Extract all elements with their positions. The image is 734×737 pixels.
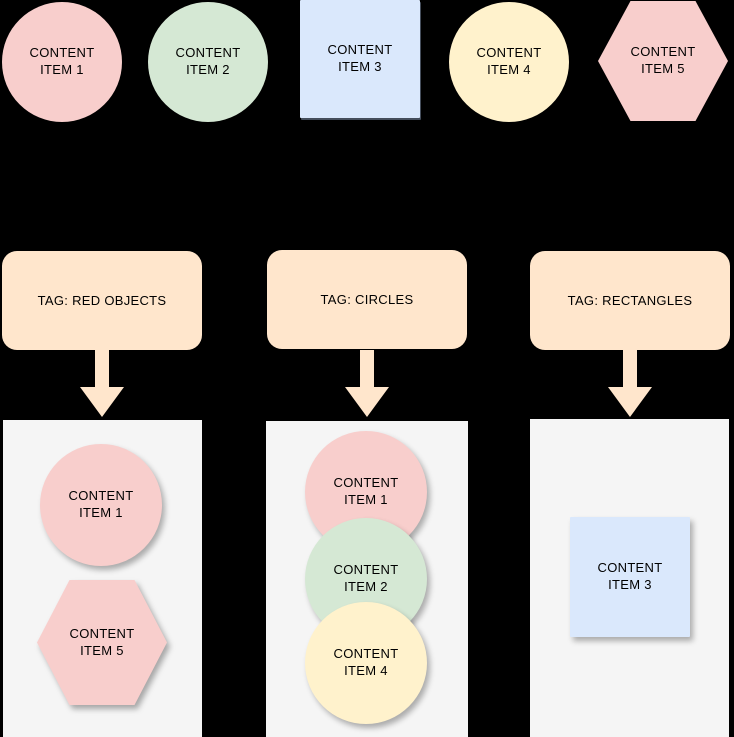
label-line-1: CONTENT (630, 44, 696, 60)
group-container-rectangles[interactable]: CONTENT ITEM 3 (530, 419, 729, 737)
label-line-1: CONTENT (476, 45, 542, 61)
content-item-5-label: CONTENT ITEM 5 (631, 44, 696, 78)
tag-circles-label: TAG: CIRCLES (320, 292, 414, 307)
content-item-1-circle[interactable]: CONTENT ITEM 1 (2, 2, 122, 122)
grouped-item-label: CONTENT ITEM 1 (334, 475, 399, 509)
content-item-1-label: CONTENT ITEM 1 (30, 45, 95, 79)
tag-rectangles[interactable]: TAG: RECTANGLES (530, 251, 730, 350)
hexagon-shape: CONTENT ITEM 5 (37, 580, 167, 705)
label-line-2: ITEM 5 (80, 642, 124, 658)
label-line-1: CONTENT (68, 488, 134, 504)
label-line-1: CONTENT (333, 646, 399, 662)
group-container-red-objects[interactable]: CONTENT ITEM 1 CONTENT ITEM 5 (3, 420, 202, 737)
group-container-circles[interactable]: CONTENT ITEM 1 CONTENT ITEM 2 CONTENT IT… (266, 421, 468, 737)
content-item-2-circle[interactable]: CONTENT ITEM 2 (148, 2, 268, 122)
label-line-2: ITEM 4 (487, 62, 531, 77)
label-line-2: ITEM 3 (608, 577, 652, 592)
label-line-1: CONTENT (327, 42, 393, 58)
grouped-item-label: CONTENT ITEM 4 (334, 646, 399, 680)
arrow-down-icon (608, 350, 652, 417)
label-line-2: ITEM 2 (344, 579, 388, 594)
label-line-2: ITEM 5 (641, 61, 685, 76)
grouped-content-item-1-circle[interactable]: CONTENT ITEM 1 (40, 444, 162, 566)
hexagon-shape: CONTENT ITEM 5 (598, 1, 728, 121)
grouped-item-label: CONTENT ITEM 3 (598, 560, 663, 594)
content-item-5-hexagon[interactable]: CONTENT ITEM 5 (598, 1, 728, 121)
label-line-1: CONTENT (333, 562, 399, 578)
grouped-item-label: CONTENT ITEM 1 (69, 488, 134, 522)
label-line-1: CONTENT (175, 45, 241, 61)
grouped-content-item-3-square[interactable]: CONTENT ITEM 3 (570, 517, 690, 637)
grouped-item-label: CONTENT ITEM 5 (70, 626, 135, 660)
label-line-2: ITEM 2 (186, 62, 230, 77)
label-line-2: ITEM 1 (79, 505, 123, 520)
content-item-3-square[interactable]: CONTENT ITEM 3 (300, 0, 420, 118)
label-line-2: ITEM 1 (40, 62, 84, 77)
content-item-4-label: CONTENT ITEM 4 (477, 45, 542, 79)
label-line-2: ITEM 1 (344, 492, 388, 507)
grouped-item-label: CONTENT ITEM 2 (334, 562, 399, 596)
content-item-3-label: CONTENT ITEM 3 (328, 42, 393, 76)
label-line-1: CONTENT (29, 45, 95, 61)
tag-circles[interactable]: TAG: CIRCLES (267, 250, 467, 349)
tag-red-objects[interactable]: TAG: RED OBJECTS (2, 251, 202, 350)
grouped-content-item-5-hexagon[interactable]: CONTENT ITEM 5 (37, 580, 167, 705)
content-item-2-label: CONTENT ITEM 2 (176, 45, 241, 79)
arrow-down-icon (345, 350, 389, 417)
content-item-4-circle[interactable]: CONTENT ITEM 4 (449, 2, 569, 122)
tag-rectangles-label: TAG: RECTANGLES (567, 293, 693, 308)
label-line-1: CONTENT (69, 625, 135, 641)
label-line-1: CONTENT (597, 560, 663, 576)
label-line-1: CONTENT (333, 475, 399, 491)
grouped-content-item-4-circle[interactable]: CONTENT ITEM 4 (305, 602, 427, 724)
label-line-2: ITEM 4 (344, 663, 388, 678)
label-line-2: ITEM 3 (338, 59, 382, 74)
arrow-down-icon (80, 350, 124, 417)
tag-red-objects-label: TAG: RED OBJECTS (37, 293, 167, 308)
